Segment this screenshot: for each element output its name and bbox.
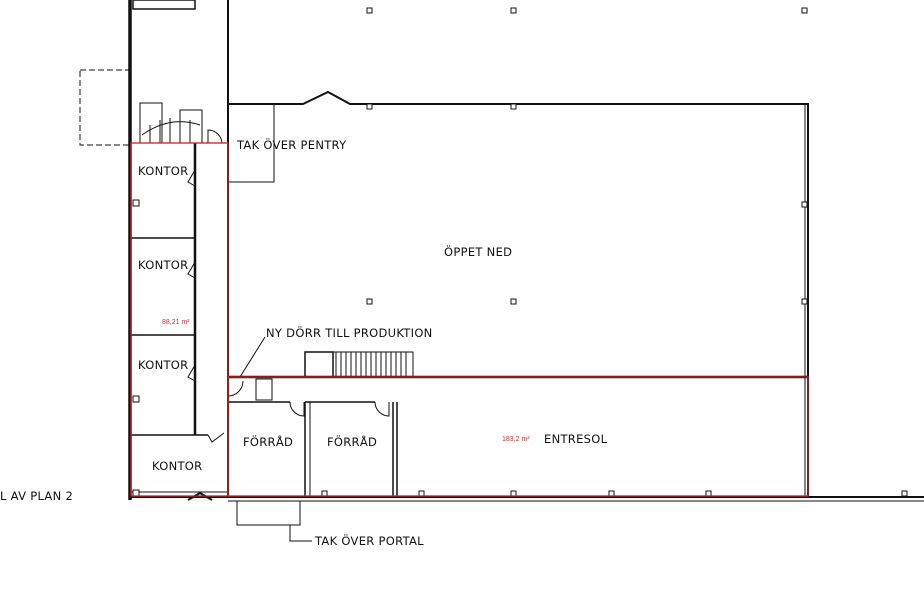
room-label-kontor: KONTOR bbox=[152, 459, 202, 473]
annotation-tak-over-portal: TAK ÖVER PORTAL bbox=[314, 532, 424, 548]
kontor-area-outline bbox=[130, 142, 229, 497]
room-label-kontor: KONTOR bbox=[138, 258, 188, 272]
columns bbox=[132, 7, 908, 497]
room-label-forrad: FÖRRÅD bbox=[327, 433, 377, 449]
kontor-area-value: 88,21 m² bbox=[162, 319, 190, 326]
room-label-kontor: KONTOR bbox=[138, 358, 188, 372]
room-label-forrad: FÖRRÅD bbox=[243, 433, 293, 449]
annotation-ny-dorr: NY DÖRR TILL PRODUKTION bbox=[266, 324, 433, 340]
plan-title-fragment: L AV PLAN 2 bbox=[0, 489, 73, 503]
room-label-kontor: KONTOR bbox=[138, 164, 188, 178]
room-label-oppet-ned: ÖPPET NED bbox=[444, 243, 512, 259]
entresol-area-outline bbox=[227, 376, 809, 497]
walls bbox=[79, 0, 924, 542]
room-label-entresol: ENTRESOL bbox=[544, 432, 608, 446]
entresol-area-value: 183,2 m² bbox=[502, 436, 530, 443]
annotation-tak-over-pentry: TAK ÖVER PENTRY bbox=[236, 136, 347, 152]
